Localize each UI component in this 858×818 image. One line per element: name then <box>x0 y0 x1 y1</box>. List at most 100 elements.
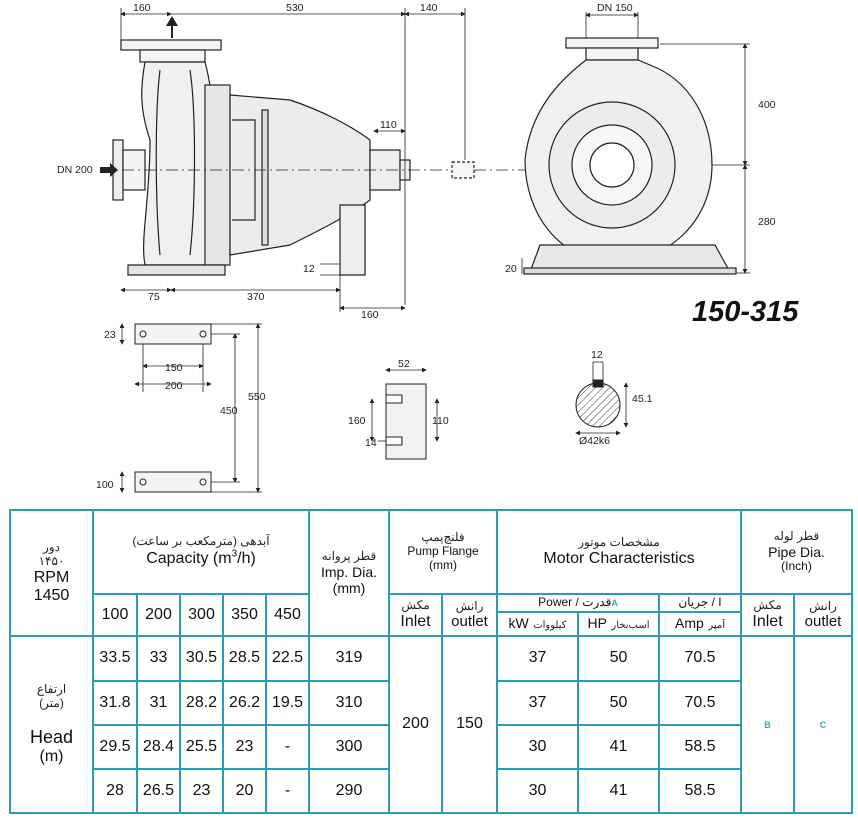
power-label-en: Power / <box>538 595 579 609</box>
dim-160-bottom: 160 <box>361 309 379 321</box>
dim-160-top: 160 <box>133 2 151 14</box>
head-value: 28.4 <box>136 724 181 771</box>
pipe-inlet-en: Inlet <box>752 612 783 630</box>
kw-value: 37 <box>496 680 579 727</box>
dim-160-key: 160 <box>348 415 366 427</box>
pump-spec-table: دور ۱۴۵۰ RPM 1450 آبدهی (مترمکعب بر ساعت… <box>9 508 854 815</box>
head-label-fa: ارتفاع <box>36 682 67 697</box>
head-header: ارتفاع (متر) Head (m) <box>9 635 94 815</box>
capacity-header: آبدهی (مترمکعب بر ساعت) Capacity (m3/h) <box>92 509 310 595</box>
head-value: - <box>265 768 310 815</box>
amp-value: 70.5 <box>657 680 743 727</box>
head-unit-fa: (متر) <box>39 696 64 711</box>
impeller-unit: (mm) <box>332 579 366 596</box>
amp-value: 58.5 <box>657 724 743 771</box>
flange-inlet-header: مکش Inlet <box>388 592 443 638</box>
amp-label-fa: آمپر <box>708 619 725 631</box>
head-value: 23 <box>222 724 267 771</box>
power-subheaders: kW کیلووات HP اسب‌بخار <box>498 612 658 636</box>
dim-12-shaft: 12 <box>591 349 603 361</box>
current-label: جریان / I <box>660 595 741 613</box>
flange-inlet-fa: مکش <box>401 598 430 612</box>
dim-110: 110 <box>380 119 397 131</box>
rpm-header: دور ۱۴۵۰ RPM 1450 <box>9 508 94 638</box>
pump-side-view <box>100 39 530 276</box>
head-value: 31 <box>136 680 181 727</box>
pipe-header: قطر لوله Pipe Dia. (Inch) <box>740 509 854 595</box>
impeller-value: 310 <box>308 680 390 727</box>
kw-label-fa: کیلووات <box>533 619 567 631</box>
pipe-label-en: Pipe Dia. <box>768 543 825 560</box>
motor-label-en: Motor Characteristics <box>543 549 695 567</box>
head-value: 20 <box>222 768 267 815</box>
impeller-value: 300 <box>308 724 390 771</box>
dim-150: 150 <box>165 362 183 374</box>
pipe-unit: (Inch) <box>781 559 812 574</box>
capacity-col-200: 200 <box>136 592 181 638</box>
dim-370: 370 <box>247 291 265 303</box>
pipe-inlet-fa: مکش <box>753 598 782 612</box>
flange-inlet-value: 200 <box>388 635 443 815</box>
pump-model-title: 150-315 <box>692 296 799 328</box>
head-value: 33 <box>136 635 181 683</box>
head-value: 26.5 <box>136 768 181 815</box>
dim-14: 14 <box>365 437 377 449</box>
pipe-outlet-fa: رانش <box>809 598 837 613</box>
kw-value: 37 <box>496 635 579 683</box>
shaft-section-view <box>575 379 621 428</box>
pump-front-view <box>523 37 737 275</box>
amp-label-en: Amp <box>675 614 704 631</box>
head-unit: (m) <box>39 747 64 765</box>
dim-52: 52 <box>398 358 410 370</box>
impeller-value: 319 <box>308 635 390 683</box>
rpm-value: 1450 <box>33 586 70 604</box>
impeller-label-en: Imp. Dia. <box>320 563 377 580</box>
kw-label-en: kW <box>508 614 529 631</box>
dim-530: 530 <box>286 2 304 14</box>
head-value: 28.5 <box>222 635 267 683</box>
amp-subheader: Amp آمپر <box>660 613 740 635</box>
flange-header: فلنچ‌پمپ Pump Flange (mm) <box>388 509 498 595</box>
table-row: 31.8 31 28.2 26.2 19.5 310 37 50 70.5 <box>10 680 852 727</box>
motor-header: مشخصات موتور Motor Characteristics <box>495 509 743 595</box>
kw-value: 30 <box>496 724 579 771</box>
current-header: جریان / I Amp آمپر <box>657 592 743 638</box>
capacity-label-en: Capacity (m3/h) <box>146 549 256 567</box>
table-header-row-2: 100 200 300 350 450 مکش Inlet رانش outle… <box>10 592 854 638</box>
table-row: 29.5 28.4 25.5 23 - 300 30 41 58.5 <box>10 724 852 771</box>
pipe-outlet-mark: C <box>819 720 827 731</box>
dim-140: 140 <box>420 2 438 14</box>
head-value: 31.8 <box>92 680 138 727</box>
impeller-value: 290 <box>308 768 390 815</box>
capacity-label-sup: 3 <box>231 549 238 561</box>
dim-110-key: 110 <box>432 415 449 427</box>
pipe-label-fa: قطر لوله <box>773 529 820 544</box>
dim-450: 450 <box>220 405 238 417</box>
power-header: Power / قدرتA kW کیلووات HP اسب‌بخار <box>496 592 660 638</box>
dim-45-1: 45.1 <box>632 393 653 405</box>
dim-dn200: DN 200 <box>57 164 93 176</box>
capacity-col-300: 300 <box>179 592 224 638</box>
kw-value: 30 <box>496 768 579 815</box>
dim-23: 23 <box>104 329 116 341</box>
dim-400: 400 <box>758 99 776 111</box>
flange-outlet-header: رانش outlet <box>441 592 498 638</box>
dim-20: 20 <box>505 263 517 275</box>
head-value: - <box>265 724 310 771</box>
dim-200: 200 <box>165 380 183 392</box>
motor-label-fa: مشخصات موتور <box>578 534 660 549</box>
flange-label-en: Pump Flange <box>407 544 479 559</box>
head-value: 33.5 <box>92 635 138 683</box>
dim-75: 75 <box>148 291 160 303</box>
dim-12: 12 <box>303 263 315 275</box>
pipe-outlet-value: C <box>793 635 854 815</box>
head-value: 22.5 <box>265 635 310 683</box>
head-value: 23 <box>179 768 224 815</box>
head-value: 30.5 <box>179 635 224 683</box>
dim-280: 280 <box>758 216 776 228</box>
head-value: 19.5 <box>265 680 310 727</box>
flange-outlet-value: 150 <box>441 635 498 815</box>
pipe-inlet-mark: B <box>764 720 771 731</box>
flange-label-fa: فلنچ‌پمپ <box>421 530 465 545</box>
hp-value: 41 <box>577 768 660 815</box>
